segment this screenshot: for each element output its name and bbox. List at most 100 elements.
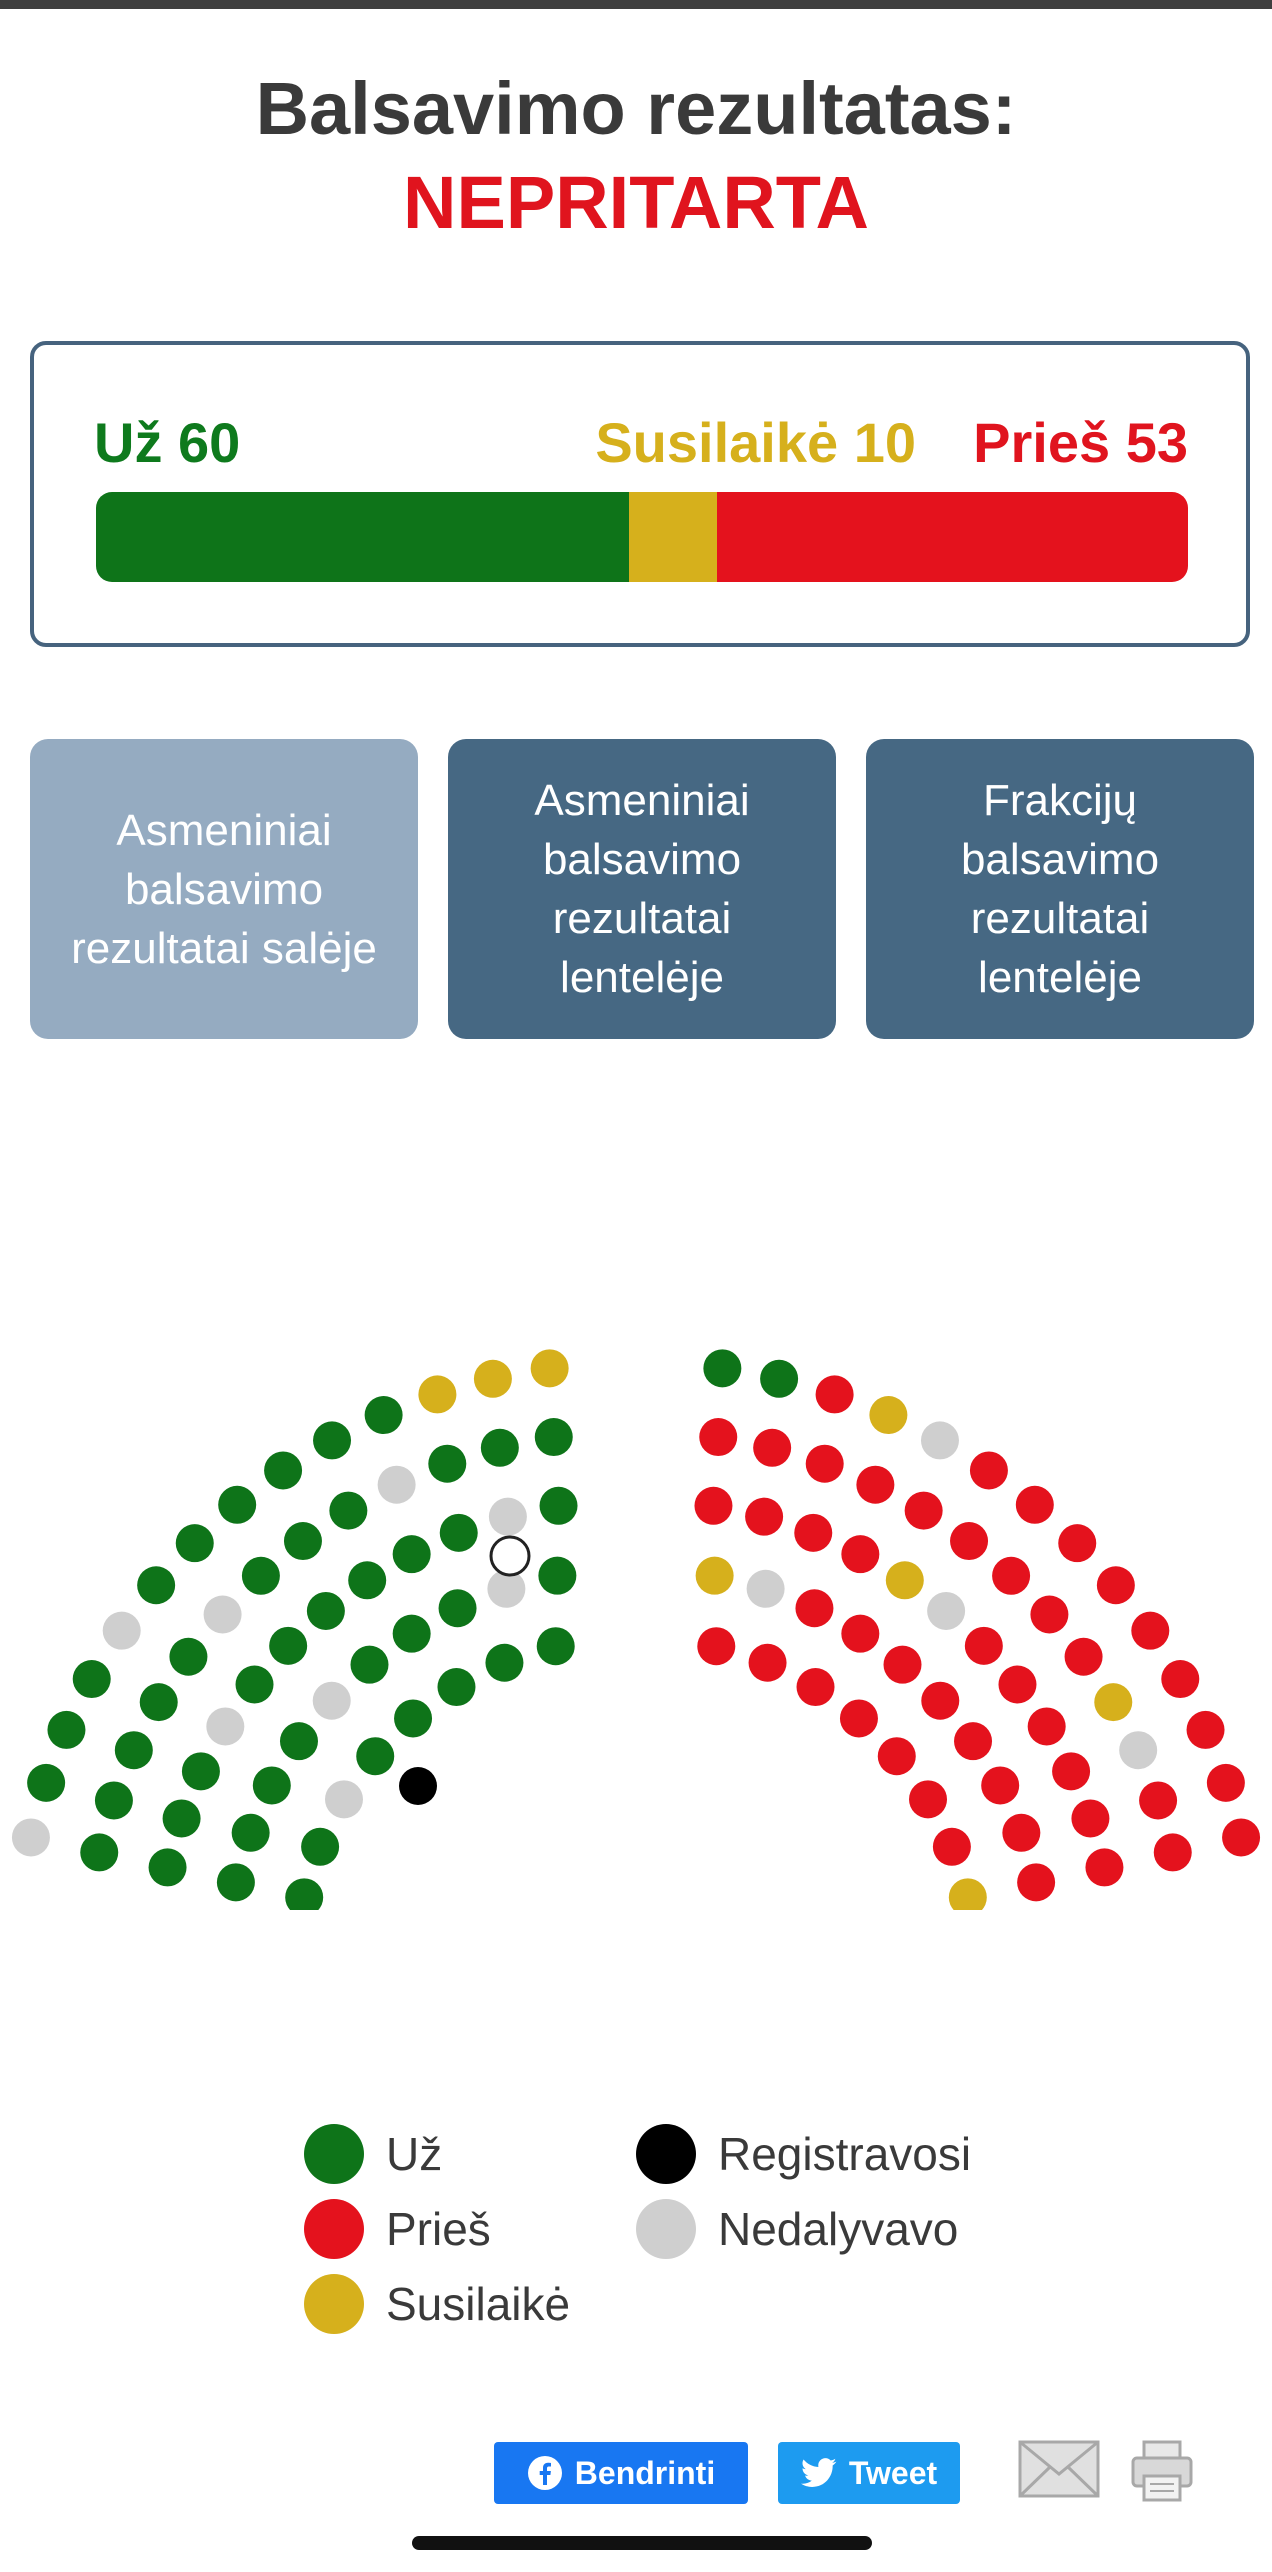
legend-label-abstained: Susilaikė: [386, 2278, 571, 2330]
table-results-button[interactable]: Asmeniniai balsavimo rezultatai lentelėj…: [448, 739, 836, 1039]
seat-dot: [392, 1535, 431, 1574]
count-for: Už 60: [94, 411, 241, 474]
seat-dot: [839, 1699, 878, 1738]
seat-dot: [11, 1818, 50, 1857]
seat-dot: [231, 1813, 270, 1852]
seat-dot: [438, 1589, 477, 1628]
seat-dot: [348, 1561, 387, 1600]
legend-label-registered: Registravosi: [718, 2128, 972, 2180]
seat-dot: [241, 1556, 280, 1595]
seat-dot: [1096, 1566, 1135, 1605]
top-bar: [0, 0, 1272, 9]
seat-dot: [72, 1660, 111, 1699]
seat-dot: [1002, 1813, 1041, 1852]
seat-dot: [1071, 1799, 1110, 1838]
seat-dot: [439, 1513, 478, 1552]
legend-label-for: Už: [386, 2128, 443, 2180]
seat-dot: [920, 1421, 959, 1460]
seat-dot: [1094, 1683, 1133, 1722]
seat-dot: [883, 1645, 922, 1684]
seat-dot: [948, 1878, 987, 1910]
seat-dot: [969, 1451, 1008, 1490]
seat-dot: [418, 1375, 457, 1414]
seat-dot: [1017, 1863, 1056, 1902]
twitter-icon: [800, 2458, 837, 2487]
faction-results-button[interactable]: Frakcijų balsavimo rezultatai lentelėje: [866, 739, 1254, 1039]
seat-dot: [998, 1665, 1037, 1704]
seat-dot: [489, 1535, 531, 1577]
seat-dot: [1206, 1763, 1245, 1802]
seat-dot: [536, 1627, 575, 1666]
seat-dot: [1119, 1731, 1158, 1770]
seat-dot: [264, 1451, 303, 1490]
seat-dot: [301, 1827, 340, 1866]
seat-dot: [350, 1645, 389, 1684]
seat-dot: [279, 1722, 318, 1761]
seat-dot: [1085, 1848, 1124, 1887]
seat-dot: [805, 1444, 844, 1483]
seat-dot: [753, 1428, 792, 1467]
seat-dot: [47, 1710, 86, 1749]
twitter-tweet-label: Tweet: [848, 2454, 938, 2491]
seat-dot: [760, 1359, 799, 1398]
mail-icon[interactable]: [1018, 2440, 1100, 2498]
seat-dot: [285, 1878, 324, 1910]
seat-dot: [745, 1497, 784, 1536]
seat-dot: [162, 1799, 201, 1838]
facebook-icon: [527, 2456, 562, 2490]
seat-dot: [795, 1589, 834, 1628]
vote-bar-for: [96, 492, 629, 582]
seat-dot: [1015, 1485, 1054, 1524]
hall-results-button[interactable]: Asmeniniai balsavimo rezultatai salėje: [30, 739, 418, 1039]
legend-dot-against: [304, 2199, 364, 2259]
seat-dot: [252, 1766, 291, 1805]
seat-dot: [324, 1780, 363, 1819]
seat-dot: [932, 1827, 971, 1866]
legend-item-registered: Registravosi: [636, 2124, 971, 2184]
legend-item-abstained: Susilaikė: [304, 2274, 570, 2334]
seat-dot: [437, 1668, 476, 1707]
twitter-tweet-button[interactable]: Tweet: [778, 2442, 960, 2504]
seat-dot: [206, 1707, 245, 1746]
seat-dot: [697, 1627, 736, 1666]
seat-dot: [313, 1421, 352, 1460]
seat-dot: [235, 1665, 274, 1704]
seat-dot: [1222, 1818, 1261, 1857]
seat-dot: [428, 1444, 467, 1483]
count-against: Prieš 53: [973, 411, 1188, 474]
seat-dot: [1131, 1611, 1170, 1650]
seat-dot: [877, 1737, 916, 1776]
seat-dot: [992, 1556, 1031, 1595]
seat-dot: [487, 1569, 526, 1608]
seat-dot: [181, 1752, 220, 1791]
seat-dot: [473, 1359, 512, 1398]
seat-dot: [283, 1522, 322, 1561]
seat-dot: [364, 1396, 403, 1435]
seat-dot: [218, 1485, 257, 1524]
seat-dot: [1161, 1660, 1200, 1699]
home-indicator: [412, 2536, 872, 2550]
seat-dot: [748, 1643, 787, 1682]
seat-dot: [27, 1763, 66, 1802]
seat-dot: [377, 1465, 416, 1504]
legend-item-for: Už: [304, 2124, 442, 2184]
seat-dot: [904, 1491, 943, 1530]
facebook-share-button[interactable]: Bendrinti: [494, 2442, 748, 2504]
seat-dot: [794, 1513, 833, 1552]
legend-dot-registered: [636, 2124, 696, 2184]
seat-dot: [1139, 1781, 1178, 1820]
seat-dot: [1064, 1637, 1103, 1676]
legend-label-absent: Nedalyvavo: [718, 2203, 959, 2255]
seat-dot: [356, 1737, 395, 1776]
seat-dot: [538, 1556, 577, 1595]
seat-dot: [1153, 1833, 1192, 1872]
seat-dot: [530, 1349, 569, 1388]
seat-dot: [534, 1418, 573, 1457]
print-icon[interactable]: [1130, 2438, 1194, 2502]
seat-dot: [399, 1767, 437, 1805]
legend-dot-for: [304, 2124, 364, 2184]
seat-dot: [1186, 1710, 1225, 1749]
seat-dot: [703, 1349, 742, 1388]
seat-dot: [114, 1731, 153, 1770]
seat-dot: [148, 1848, 187, 1887]
